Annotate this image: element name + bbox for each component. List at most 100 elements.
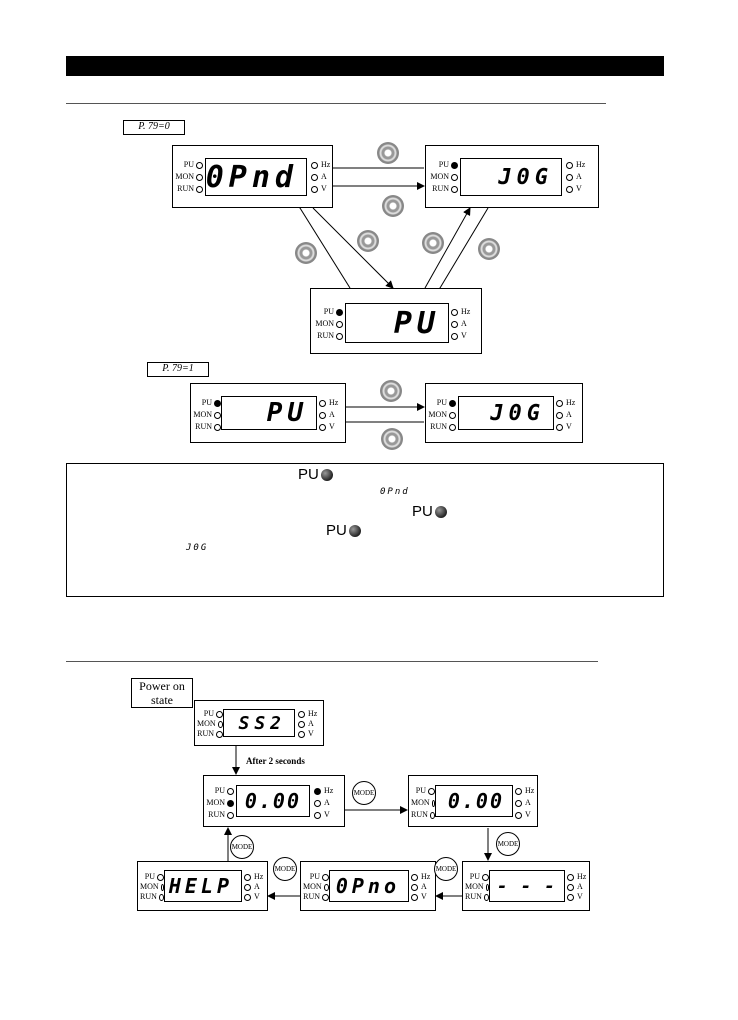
knob-icon — [382, 195, 404, 217]
a-led — [567, 883, 574, 891]
lcd-display: J0G — [460, 158, 562, 196]
a-indicator: A — [515, 798, 531, 808]
hz-led — [556, 399, 563, 407]
pu-indicator: PU — [411, 786, 435, 796]
panel-pu-left: PU MON RUN PU Hz A V — [190, 383, 346, 443]
run-led — [336, 332, 343, 340]
hz-led — [311, 161, 318, 169]
hz-indicator: Hz — [411, 872, 430, 882]
hz-led — [244, 873, 251, 881]
mon-indicator: MON — [140, 882, 164, 892]
mon-led — [214, 411, 221, 419]
run-indicator: RUN — [140, 892, 164, 902]
v-led — [515, 811, 522, 819]
divider-bottom — [66, 661, 598, 662]
lcd-display: SS2 — [223, 709, 295, 737]
panel-param: PU MON RUN P. - - - Hz A V — [462, 861, 590, 911]
run-indicator: RUN — [193, 422, 221, 432]
lcd-display: J0G — [458, 396, 554, 430]
run-indicator: RUN — [303, 892, 329, 902]
v-led — [314, 811, 321, 819]
v-indicator: V — [411, 892, 427, 902]
mon-indicator: MON — [428, 410, 456, 420]
v-indicator: V — [556, 422, 572, 432]
mode-button[interactable]: MODE — [352, 781, 376, 805]
a-indicator: A — [314, 798, 330, 808]
a-indicator: A — [566, 172, 582, 182]
led-on-icon — [434, 505, 447, 518]
hz-indicator: Hz — [515, 786, 534, 796]
v-led — [298, 730, 305, 738]
knob-icon — [478, 238, 500, 260]
hz-led — [515, 787, 522, 795]
after-2-seconds-label: After 2 seconds — [246, 756, 305, 766]
mode-button[interactable]: MODE — [230, 835, 254, 859]
mode-button[interactable]: MODE — [273, 857, 297, 881]
lcd-display: HELP — [164, 870, 242, 902]
divider-top — [66, 103, 606, 104]
pu-led — [449, 399, 456, 407]
hz-led — [314, 787, 321, 795]
pu-led — [428, 787, 435, 795]
pu-led — [157, 873, 164, 881]
hz-indicator: Hz — [319, 398, 338, 408]
mode-button[interactable]: MODE — [496, 832, 520, 856]
a-indicator: A — [556, 410, 572, 420]
hz-indicator: Hz — [566, 160, 585, 170]
pu-led-glyph: PU — [298, 466, 333, 483]
hz-indicator: Hz — [451, 307, 470, 317]
pu-led — [227, 787, 234, 795]
hz-led — [451, 308, 458, 316]
panel-jog-top: PU MON RUN J0G Hz A V — [425, 145, 599, 208]
mon-indicator: MON — [206, 798, 234, 808]
a-led — [244, 883, 251, 891]
pu-indicator: PU — [193, 398, 221, 408]
mon-indicator: MON — [313, 319, 343, 329]
pu-led — [451, 161, 458, 169]
run-led — [158, 893, 164, 901]
v-indicator: V — [298, 729, 314, 739]
panel-opno: PU MON RUN 0Pno Hz A V — [300, 861, 436, 911]
panel-jog-right: PU MON RUN J0G Hz A V — [425, 383, 583, 443]
run-indicator: RUN — [313, 331, 343, 341]
run-led — [227, 811, 234, 819]
mon-led — [217, 720, 223, 728]
segment-text-opnd: 0Pnd — [380, 487, 410, 497]
pu-led — [216, 710, 223, 718]
power-on-line1: Power on — [139, 679, 185, 693]
run-led — [449, 423, 456, 431]
hz-led — [411, 873, 418, 881]
run-led — [196, 185, 203, 193]
mode-tag-p79-1: P. 79=1 — [147, 362, 209, 377]
a-indicator: A — [411, 882, 427, 892]
pu-led — [482, 873, 489, 881]
v-led — [451, 332, 458, 340]
mon-led — [227, 799, 234, 807]
section-header-bar — [66, 56, 664, 76]
pu-indicator: PU — [303, 872, 329, 882]
mode-button[interactable]: MODE — [434, 857, 458, 881]
pu-indicator: PU — [206, 786, 234, 796]
pu-indicator: PU — [313, 307, 343, 317]
mon-led — [160, 883, 164, 891]
mon-indicator: MON — [303, 882, 329, 892]
a-led — [451, 320, 458, 328]
lcd-display: P. - - - — [489, 870, 565, 902]
pu-led — [214, 399, 221, 407]
run-indicator: RUN — [206, 810, 234, 820]
pu-led-glyph: PU — [412, 503, 447, 520]
v-led — [556, 423, 563, 431]
note-box — [66, 463, 664, 597]
led-on-icon — [348, 524, 361, 537]
mon-indicator: MON — [465, 882, 489, 892]
run-led — [322, 893, 329, 901]
hz-led — [566, 161, 573, 169]
run-led — [483, 893, 489, 901]
mon-led — [449, 411, 456, 419]
lcd-display: 0Pno — [329, 870, 409, 902]
lcd-display: PU — [345, 303, 449, 343]
knob-icon — [357, 230, 379, 252]
run-indicator: RUN — [428, 422, 456, 432]
v-indicator: V — [451, 331, 467, 341]
a-led — [515, 799, 522, 807]
